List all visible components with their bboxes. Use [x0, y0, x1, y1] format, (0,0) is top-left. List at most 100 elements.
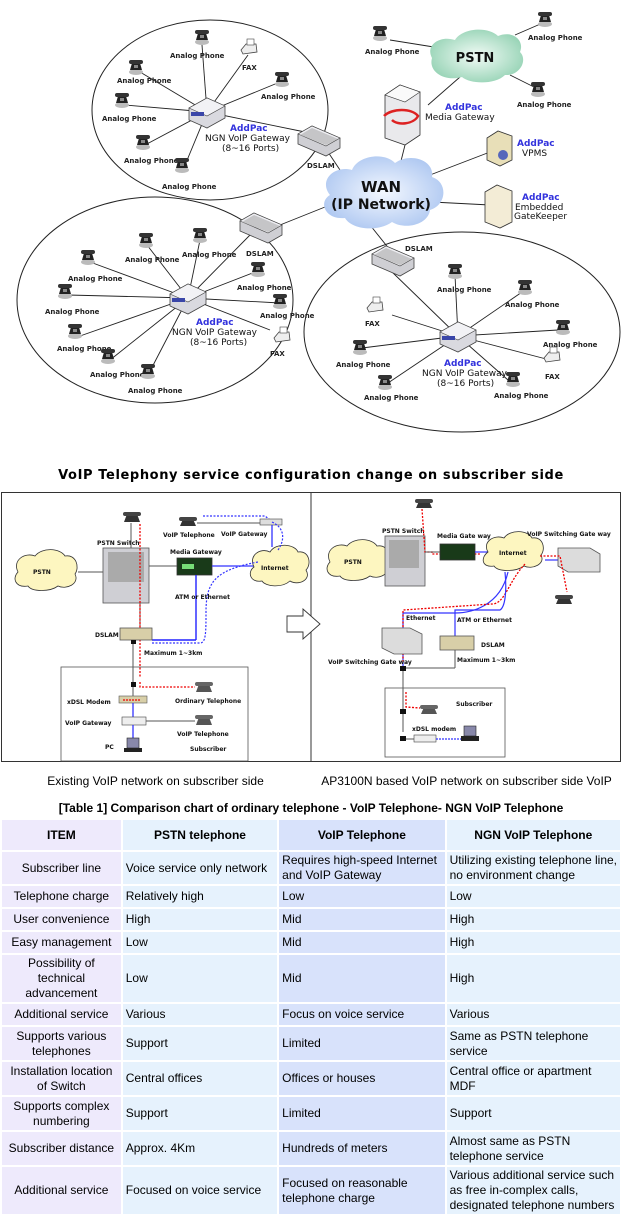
dslam-label: DSLAM	[307, 162, 335, 170]
cell-pstn: Low	[122, 955, 278, 1002]
subscriber-area-ellipse	[91, 19, 329, 201]
analog-phone-icon	[193, 228, 207, 243]
maximum-distance-label: Maximum 1~3km	[144, 650, 202, 657]
cell-item: Additional service	[2, 1004, 121, 1025]
gateway-ports-label: (8~16 Ports)	[437, 379, 494, 389]
cell-voip: Hundreds of meters	[279, 1132, 445, 1165]
cell-ngn-voip: High	[446, 932, 620, 953]
cell-voip: Mid	[279, 932, 445, 953]
analog-phone-icon	[518, 280, 532, 295]
cell-ngn-voip: High	[446, 955, 620, 1002]
left-panel-existing: PSTN PSTN Switch VoIP Telephone VoIP Gat…	[14, 512, 310, 762]
atm-ethernet-label: ATM or Ethernet	[175, 594, 230, 601]
analog-phone-label: Analog Phone	[494, 392, 549, 400]
left-caption: Existing VoIP network on subscriber side	[47, 774, 264, 788]
voip-gateway-label: VoIP Gateway	[221, 531, 267, 538]
analog-phone-label: Analog Phone	[437, 286, 492, 294]
media-gateway-server	[383, 84, 421, 146]
cell-pstn: Central offices	[122, 1062, 278, 1095]
subscriber-label: Subscriber	[456, 701, 492, 708]
voip-telephone-sub-label: VoIP Telephone	[177, 731, 229, 738]
cell-item: Supports various telephones	[2, 1027, 121, 1060]
gateway-ports-label: (8~16 Ports)	[190, 338, 247, 348]
gatekeeper-brand: AddPac	[522, 193, 560, 203]
gateway-brand: AddPac	[196, 318, 234, 328]
cell-ngn-voip: Various	[446, 1004, 620, 1025]
analog-phone-label: Analog Phone	[336, 361, 391, 369]
analog-phone-icon	[195, 30, 209, 45]
vpms-label: VPMS	[522, 149, 547, 159]
transition-arrow-icon	[286, 608, 321, 640]
dslam-icon	[439, 635, 475, 651]
gatekeeper-label: GateKeeper	[514, 212, 567, 222]
ethernet-label: Ethernet	[406, 615, 436, 622]
analog-phone-label: Analog Phone	[117, 77, 172, 85]
gateway-ports-label: (8~16 Ports)	[222, 144, 279, 154]
analog-phone-label: Analog Phone	[182, 251, 237, 259]
internet-label: Internet	[261, 565, 289, 572]
cell-voip: Focus on voice service	[279, 1004, 445, 1025]
fax-label: FAX	[242, 64, 257, 72]
cell-voip: Limited	[279, 1097, 445, 1130]
cell-item: Possibility of technical advancement	[2, 955, 121, 1002]
analog-phone-icon	[448, 264, 462, 279]
media-gateway-brand: AddPac	[445, 103, 483, 113]
analog-phone-icon	[139, 233, 153, 248]
ngn-voip-gateway-icon	[169, 283, 207, 315]
atm-ethernet-label: ATM or Ethernet	[457, 617, 512, 624]
config-diagrams: PSTN PSTN Switch VoIP Telephone VoIP Gat…	[14, 492, 611, 762]
cell-pstn: Approx. 4Km	[122, 1132, 278, 1165]
gateway-label: NGN VoIP Gateway	[172, 328, 258, 338]
analog-phone-icon	[273, 294, 287, 309]
cell-ngn-voip: Almost same as PSTN telephone service	[446, 1132, 620, 1165]
analog-phone-icon	[136, 135, 150, 150]
cell-voip: Limited	[279, 1027, 445, 1060]
config-section-title: VoIP Telephony service configuration cha…	[58, 468, 564, 483]
cell-ngn-voip: Support	[446, 1097, 620, 1130]
analog-phone-label: Analog Phone	[505, 301, 560, 309]
right-panel-ap3100n: PSTN PSTN Switch Media Gate way Internet…	[326, 499, 611, 758]
gateway-label: NGN VoIP Gateway	[422, 369, 508, 379]
network-topology-diagram: WAN (IP Network) PSTN AddPac Media Gatew…	[16, 12, 621, 433]
pstn-label: PSTN	[456, 51, 495, 66]
maximum-distance-label: Maximum 1~3km	[457, 657, 515, 664]
analog-phone-icon	[115, 93, 129, 108]
cell-item: Supports complex numbering	[2, 1097, 121, 1130]
cell-voip: Low	[279, 886, 445, 907]
cell-ngn-voip: Various additional service such as free …	[446, 1167, 620, 1214]
xdsl-modem-label: xDSL Modem	[67, 699, 111, 706]
cell-item: Subscriber line	[2, 852, 121, 884]
voip-switching-gateway-top-label: VoIP Switching Gate way	[527, 531, 611, 538]
table-title: [Table 1] Comparison chart of ordinary t…	[58, 801, 564, 815]
voip-gateway-icon	[259, 518, 283, 526]
analog-phone-icon	[68, 324, 82, 339]
analog-phone-label: Analog Phone	[162, 183, 217, 191]
cell-item: Installation location of Switch	[2, 1062, 121, 1095]
voip-telephone-label: VoIP Telephone	[163, 532, 215, 539]
analog-phone-icon	[373, 26, 387, 41]
dslam-label: DSLAM	[95, 632, 119, 639]
cell-pstn: Support	[122, 1027, 278, 1060]
vpms-brand: AddPac	[517, 139, 555, 149]
fax-label: FAX	[545, 373, 560, 381]
analog-phone-label: Analog Phone	[260, 312, 315, 320]
cell-voip: Requires high-speed Internet and VoIP Ga…	[279, 852, 445, 884]
media-gateway-label: Media Gate way	[437, 533, 491, 540]
analog-phone-label: Analog Phone	[57, 345, 112, 353]
analog-phone-icon	[175, 158, 189, 173]
cell-pstn: Low	[122, 932, 278, 953]
voip-gateway-sub-icon	[121, 716, 147, 726]
analog-phone-label: Analog Phone	[528, 34, 583, 42]
voip-switching-gateway-label: VoIP Switching Gate way	[328, 659, 412, 666]
cell-ngn-voip: Utilizing existing telephone line, no en…	[446, 852, 620, 884]
xdsl-modem-icon	[413, 734, 437, 743]
analog-phone-label: Analog Phone	[124, 157, 179, 165]
gatekeeper-label: Embedded	[515, 203, 563, 213]
cell-pstn: Focused on voice service	[122, 1167, 278, 1214]
cell-pstn: Voice service only network	[122, 852, 278, 884]
